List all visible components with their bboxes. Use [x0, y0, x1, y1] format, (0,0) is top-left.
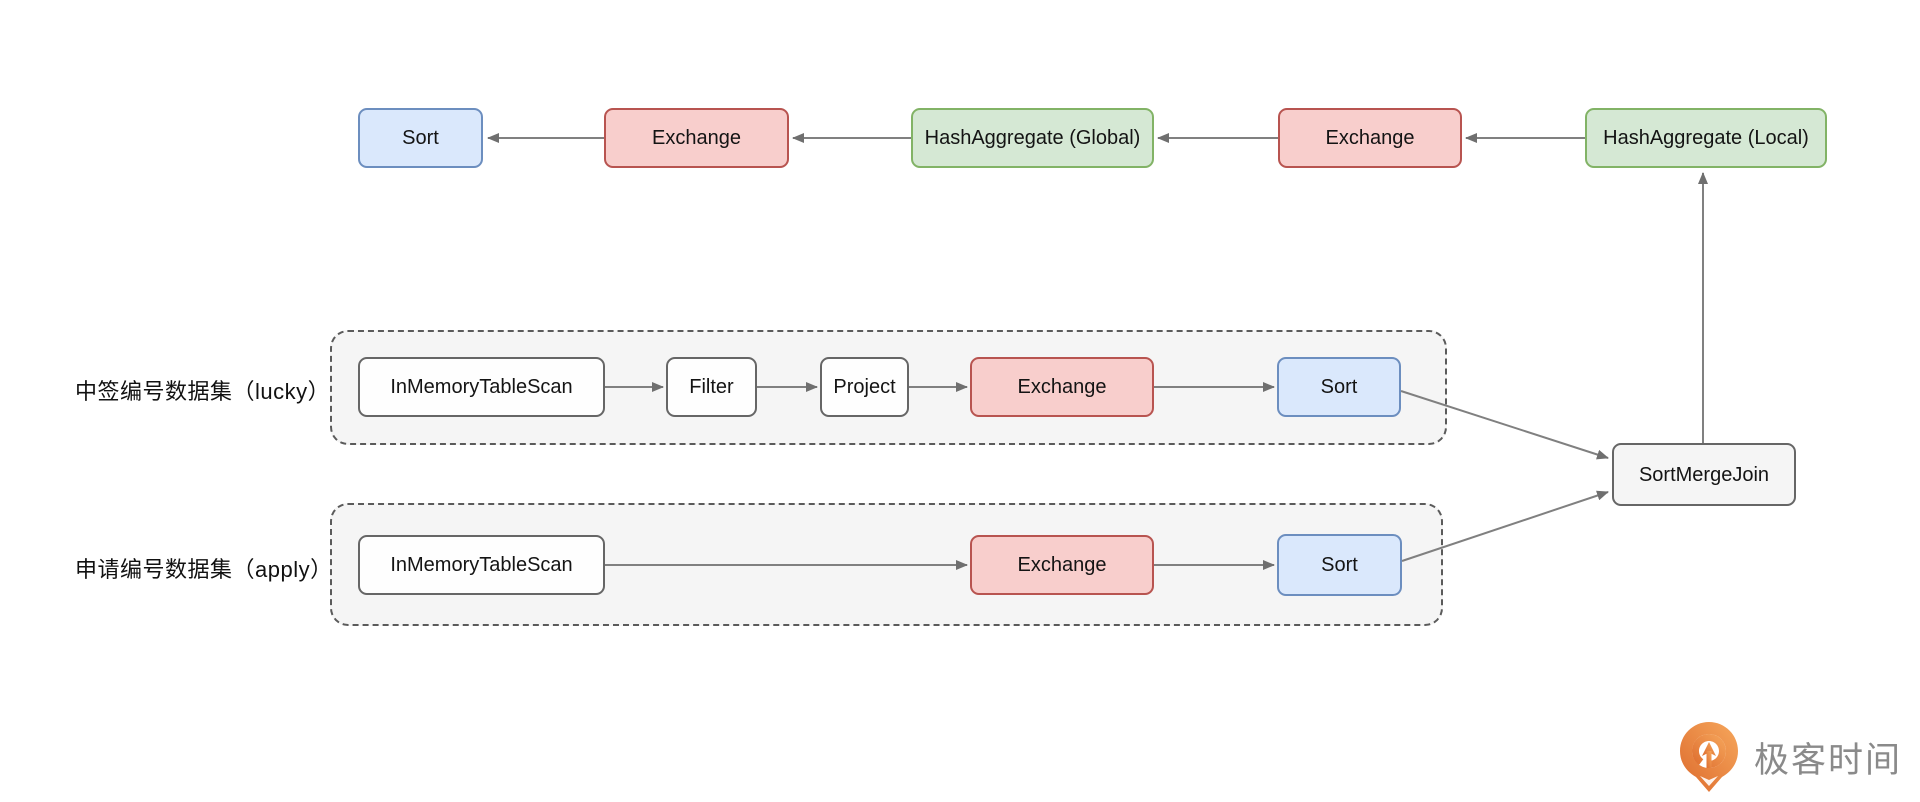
node-hash-aggregate-global: HashAggregate (Global) — [911, 108, 1154, 168]
node-hash-aggregate-local: HashAggregate (Local) — [1585, 108, 1827, 168]
lucky-dataset-label: 中签编号数据集（lucky） — [75, 379, 331, 404]
apply-dataset-label: 申请编号数据集（apply） — [75, 557, 333, 582]
node-sort-final: Sort — [358, 108, 483, 168]
node-sort-apply: Sort — [1277, 534, 1402, 596]
geektime-logo-icon — [1680, 722, 1738, 792]
node-exchange-top-right: Exchange — [1278, 108, 1462, 168]
node-sort-merge-join: SortMergeJoin — [1612, 443, 1796, 506]
node-exchange-apply: Exchange — [970, 535, 1154, 595]
node-exchange-lucky: Exchange — [970, 357, 1154, 417]
geektime-logo: 极客时间 — [1678, 720, 1902, 794]
node-in-memory-table-scan-lucky: InMemoryTableScan — [358, 357, 605, 417]
node-sort-lucky: Sort — [1277, 357, 1401, 417]
geektime-logo-text: 极客时间 — [1754, 740, 1903, 780]
node-filter: Filter — [666, 357, 757, 417]
node-project: Project — [820, 357, 909, 417]
node-exchange-top-left: Exchange — [604, 108, 789, 168]
node-in-memory-table-scan-apply: InMemoryTableScan — [358, 535, 605, 595]
